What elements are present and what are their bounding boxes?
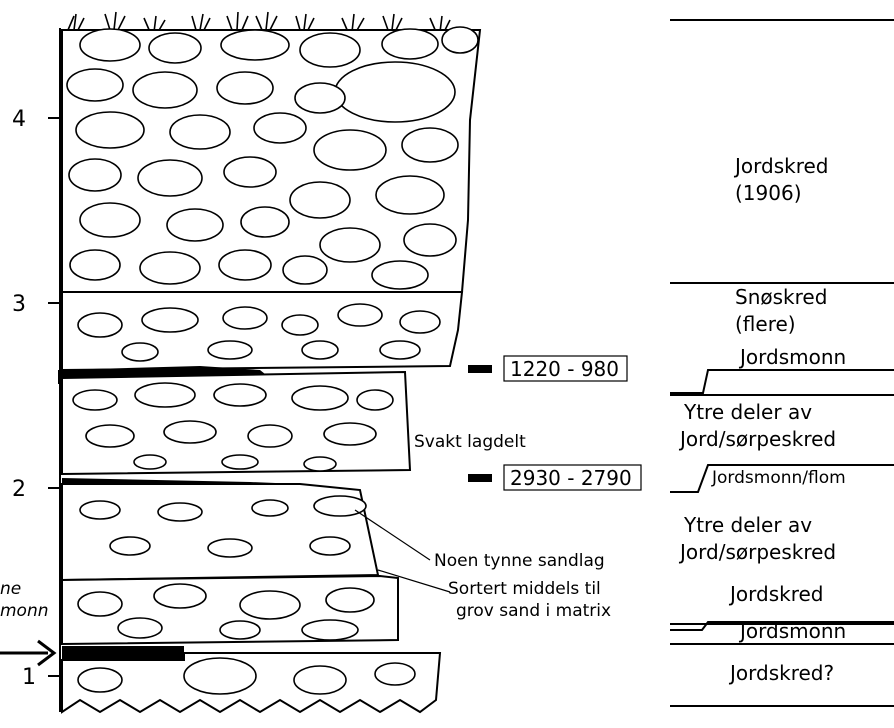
unit-label: Ytre deler av: [683, 513, 812, 537]
sample-1220-980: 1220 - 980: [468, 356, 627, 381]
unit-label: Ytre deler av: [683, 400, 812, 424]
annotation-sorted: grov sand i matrix: [456, 601, 611, 621]
axis-tick-label: 2: [12, 477, 26, 502]
sample-label: 1220 - 980: [510, 357, 619, 381]
unit-label: Jordsmonn: [738, 619, 846, 643]
unit-label: Jordsmonn: [738, 345, 846, 369]
arrow-right-icon: [0, 641, 54, 665]
annotation-sand-layers: Noen tynne sandlag: [434, 551, 605, 571]
unit-label: Jordsmonn/flom: [711, 468, 846, 488]
soil-band-jordsmonn-lower: [62, 646, 184, 660]
unit-label: Snøskred: [735, 285, 827, 309]
sample-2930-2790: 2930 - 2790: [468, 465, 641, 490]
axis-tick-label: 3: [12, 292, 26, 317]
unit-label: Jordskred?: [728, 661, 834, 685]
unit-label: Jordskred: [733, 154, 829, 178]
unit-label: Jord/sørpeskred: [678, 427, 836, 451]
sample-label: 2930 - 2790: [510, 466, 632, 490]
annotation-layered: Svakt lagdelt: [414, 432, 526, 452]
annotation-sorted: Sortert middels til: [448, 579, 601, 599]
interpretation-column: Jordskred (1906) Snøskred (flere) Jordsm…: [670, 20, 894, 706]
unit-label: Jordskred: [728, 582, 824, 606]
axis-tick-label: 4: [12, 107, 26, 132]
unit-label: Jord/sørpeskred: [678, 540, 836, 564]
profile-column: [0, 12, 480, 712]
unit-label: (1906): [735, 181, 802, 205]
left-label: monn: [0, 601, 49, 621]
axis-tick-label: 1: [22, 665, 36, 690]
unit-label: (flere): [735, 312, 796, 336]
left-label: ne: [0, 579, 21, 599]
